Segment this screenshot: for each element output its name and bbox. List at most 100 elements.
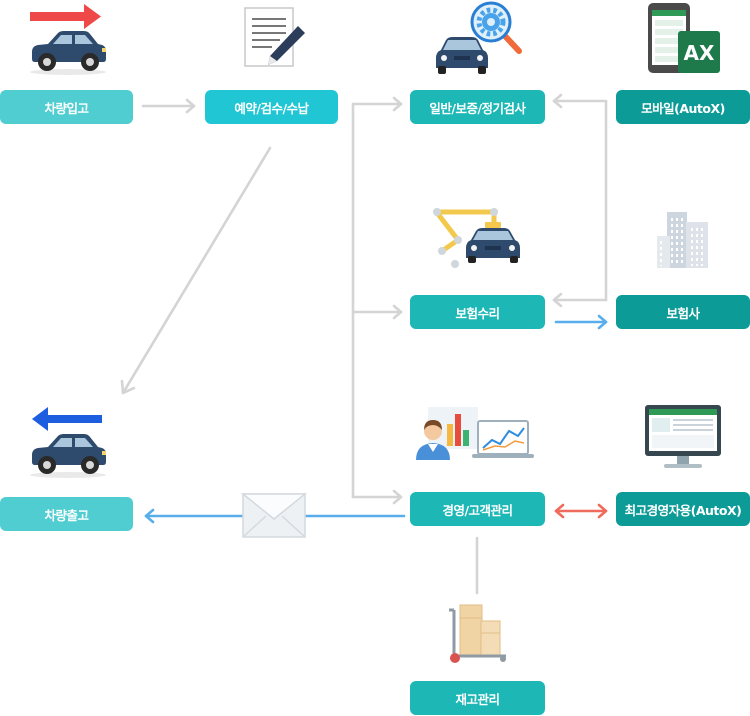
- connectors: [120, 93, 608, 595]
- pen-body: [268, 26, 305, 65]
- node-reservation: 예약/검수/수납: [205, 90, 338, 124]
- document-pen-icon: [244, 7, 305, 67]
- phone-list-row: [655, 38, 683, 44]
- taxi-wheel-right: [510, 256, 518, 263]
- car-front-hub: [86, 58, 94, 66]
- car-arrow-in-icon: [30, 4, 106, 75]
- chart-bar: [455, 414, 461, 446]
- arrow-vehicle-in-to-reservation: [141, 98, 196, 114]
- node-reservation-label: 예약/검수/수납: [234, 100, 309, 116]
- node-insurer: 보험사: [616, 295, 750, 329]
- arrow-management-executive: [554, 503, 608, 519]
- arrow-head: [185, 98, 196, 114]
- arrow-head: [392, 96, 403, 112]
- tow-repair-icon: [433, 208, 520, 268]
- autox-badge-text: AX: [684, 41, 715, 65]
- hand-truck-icon: [449, 604, 506, 663]
- screen-row: [673, 424, 713, 426]
- crane-joint: [454, 236, 462, 244]
- car-front-window: [75, 438, 93, 447]
- car-side: [30, 434, 106, 478]
- node-management-label: 경영/고객관리: [442, 502, 513, 518]
- node-insurer-label: 보험사: [666, 305, 700, 321]
- envelope-fold-right: [281, 515, 306, 538]
- node-inventory: 재고관리: [410, 681, 545, 715]
- gear-teeth: [476, 7, 506, 37]
- phone-list-row: [655, 56, 683, 62]
- node-mobile: 모바일(AutoX): [616, 90, 750, 124]
- node-mobile-label: 모바일(AutoX): [641, 100, 725, 116]
- arrow-head: [120, 379, 136, 395]
- screen-panel: [652, 418, 670, 432]
- node-vehicle-in-label: 차량입고: [44, 100, 89, 116]
- node-vehicle-in: 차량입고: [0, 90, 133, 124]
- taxi-wheel-left: [468, 256, 476, 263]
- taxi-headlight-left: [471, 245, 477, 251]
- node-insurance-repair-label: 보험수리: [455, 305, 500, 321]
- arrow-head: [392, 489, 403, 505]
- car-wheel-left: [438, 66, 446, 74]
- car-rear-window: [53, 35, 72, 44]
- car-arrow-out-icon: [30, 407, 106, 478]
- monitor-icon: [645, 405, 721, 468]
- arrow-head: [144, 508, 155, 524]
- tower-left: [657, 236, 670, 268]
- business-chart-icon: [416, 407, 534, 460]
- node-vehicle-out: 차량출고: [0, 497, 133, 531]
- car-headlight: [102, 451, 106, 455]
- arrow-to-inspection: [351, 96, 403, 112]
- taxi-windshield: [473, 231, 513, 240]
- node-inspection-label: 일반/보증/정기검사: [429, 100, 526, 116]
- pen-tip: [268, 56, 277, 65]
- hand-truck-wheel: [450, 653, 460, 663]
- arrow-head-right: [597, 503, 608, 519]
- node-executive: 최고경영자용(AutoX): [616, 492, 750, 526]
- crane-joint: [438, 247, 446, 255]
- arrow-reservation-to-vehicle-out: [120, 146, 272, 395]
- magnifier-handle: [502, 33, 522, 54]
- screen-row: [673, 419, 713, 421]
- hand-truck-caster: [500, 656, 506, 662]
- taxi-grille: [485, 246, 501, 250]
- crane-joint: [451, 260, 459, 268]
- person-collar: [428, 444, 438, 452]
- car-front-hub: [86, 461, 94, 469]
- arrow-mobile-to-inspection: [552, 93, 608, 109]
- arrow-to-management: [351, 489, 403, 505]
- box-short: [480, 620, 501, 656]
- crane-boom: [435, 211, 461, 243]
- building-icon: [657, 212, 708, 268]
- arrow-line: [121, 146, 272, 395]
- envelope-icon: [240, 493, 308, 538]
- car-wheel-right: [478, 66, 486, 74]
- car-headlight: [102, 48, 106, 52]
- document-paper: [244, 7, 294, 67]
- arrow-head: [392, 304, 403, 320]
- person-head: [424, 422, 442, 440]
- tower-right: [686, 222, 708, 268]
- car-headlight-left: [441, 55, 447, 61]
- box-tall: [459, 604, 483, 656]
- autox-badge: [678, 31, 720, 73]
- document-text-lines: [252, 18, 286, 48]
- building-windows: [660, 218, 703, 266]
- monitor-base: [664, 464, 702, 468]
- arrow-head: [597, 314, 608, 330]
- taxi-headlight-right: [509, 245, 515, 251]
- car-side: [30, 31, 106, 75]
- arrow-head-left: [554, 503, 565, 519]
- arrow-repair-to-insurer: [554, 314, 608, 330]
- chart-bar: [447, 424, 453, 446]
- chart-bar: [463, 430, 469, 446]
- laptop-line-chart-secondary: [482, 440, 525, 451]
- phone-screen-header: [652, 10, 686, 16]
- car-rear-hub: [43, 461, 51, 469]
- car-shadow: [30, 69, 106, 75]
- phone-list-row: [655, 47, 683, 53]
- person-hair: [424, 420, 442, 430]
- car-windshield: [443, 40, 481, 50]
- monitor-stand: [677, 456, 689, 464]
- arrow-head: [552, 292, 563, 308]
- envelope-fold-left: [242, 515, 267, 538]
